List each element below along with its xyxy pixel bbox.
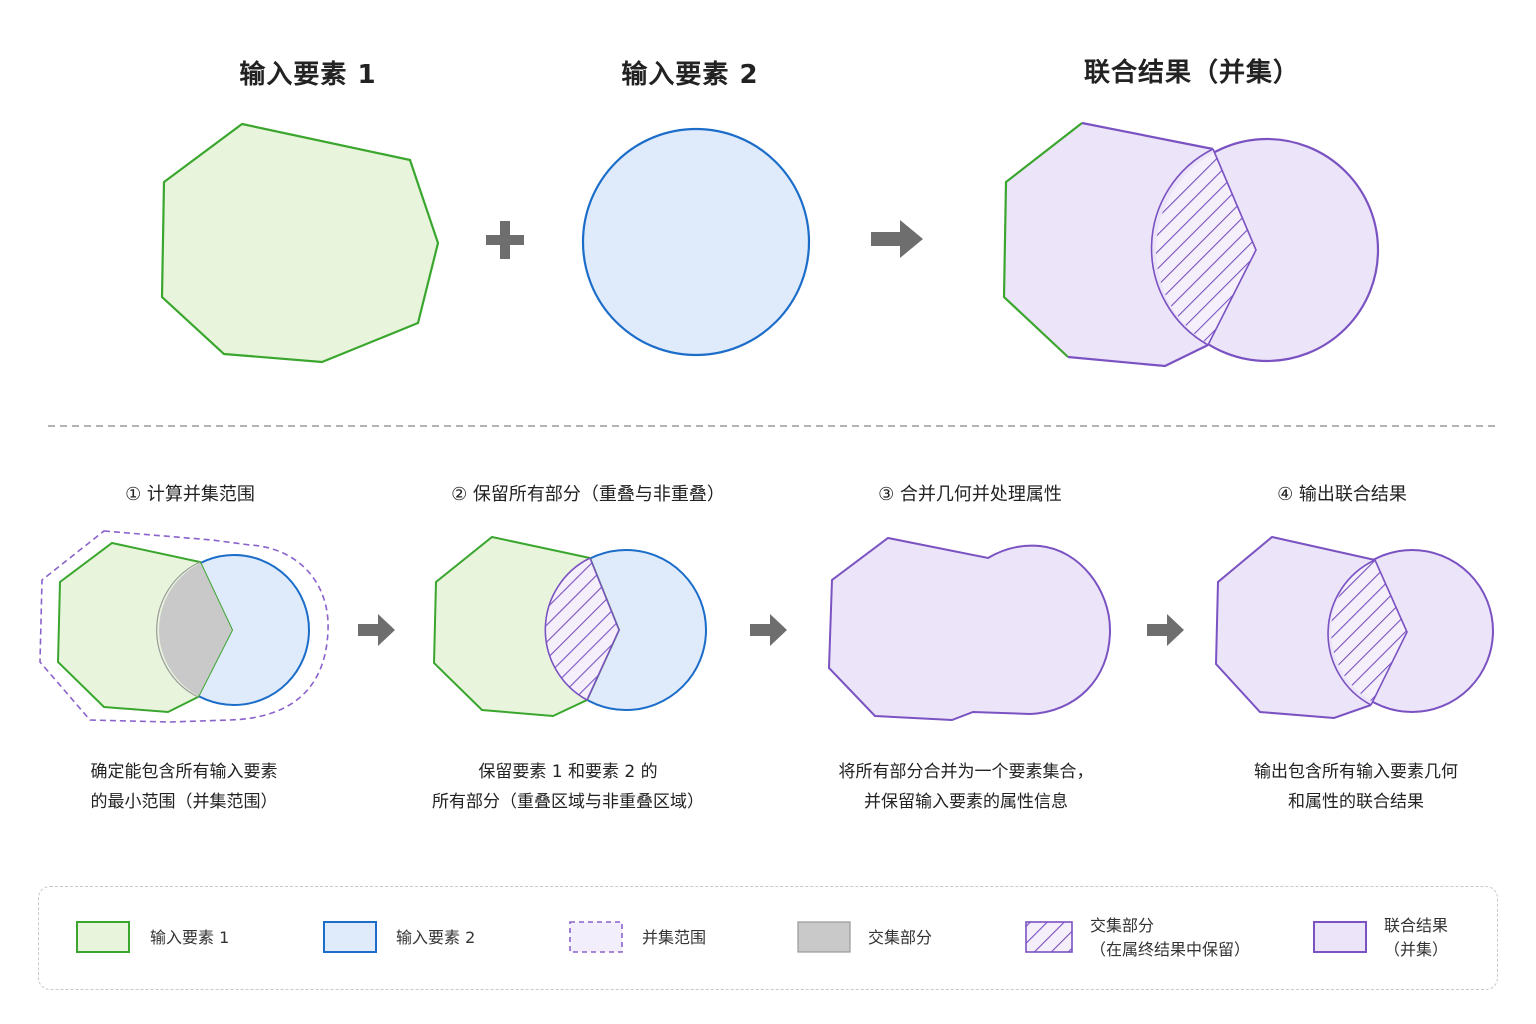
legend-text: 输入要素 1 — [150, 928, 230, 947]
legend-swatch-intersection-kept — [1025, 921, 1073, 953]
step-2-description-line: 保留要素 1 和要素 2 的 — [478, 762, 658, 782]
legend-label-intersection-kept: 交集部分 （在属终结果中保留） — [1090, 914, 1250, 962]
arrow-right-icon — [750, 614, 787, 646]
arrow-right-icon — [1147, 614, 1184, 646]
legend-text: 交集部分 — [1090, 916, 1155, 935]
step-2-description: 保留要素 1 和要素 2 的 所有部分（重叠区域与非重叠区域） — [378, 757, 758, 817]
legend-label-intersection: 交集部分 — [868, 926, 932, 950]
legend-swatch-union-result — [1313, 921, 1367, 953]
step-4-title: ④ 输出联合结果 — [1277, 484, 1407, 505]
input-feature-2-circle — [581, 127, 811, 357]
step-1-title: ① 计算并集范围 — [125, 484, 255, 505]
step-3-description-line: 并保留输入要素的属性信息 — [864, 792, 1068, 812]
arrow-right-icon — [358, 614, 395, 646]
step-3-description: 将所有部分合并为一个要素集合， 并保留输入要素的属性信息 — [776, 757, 1156, 817]
legend-label-union-extent: 并集范围 — [642, 926, 706, 950]
step-1-diagram — [39, 530, 329, 723]
plus-icon — [486, 221, 524, 259]
legend-panel — [38, 886, 1498, 990]
step-3-description-line: 将所有部分合并为一个要素集合， — [838, 762, 1094, 782]
input-feature-1-polygon — [160, 122, 440, 364]
step-4-description-line: 和属性的联合结果 — [1288, 792, 1424, 812]
legend-text: （在属终结果中保留） — [1090, 940, 1251, 959]
legend-text: 输入要素 2 — [396, 928, 476, 947]
union-extent-outline — [39, 530, 329, 723]
legend-label-input-2: 输入要素 2 — [396, 926, 475, 950]
step-1-description: 确定能包含所有输入要素 的最小范围（并集范围） — [0, 757, 374, 817]
legend-swatch-intersection — [797, 921, 851, 953]
title-input-feature-1: 输入要素 1 — [239, 60, 377, 90]
step-3-title: ③ 合并几何并处理属性 — [878, 484, 1062, 505]
step-2-description-line: 所有部分（重叠区域与非重叠区域） — [432, 792, 704, 812]
title-input-feature-2: 输入要素 2 — [621, 60, 759, 90]
legend-text: 联合结果 — [1384, 916, 1449, 935]
legend-swatch-input-2 — [323, 921, 377, 953]
title-union-result: 联合结果（并集） — [1083, 58, 1300, 88]
step-1-description-line: 的最小范围（并集范围） — [90, 792, 278, 812]
legend-swatch-input-1 — [76, 921, 130, 953]
arrow-right-icon — [871, 220, 923, 258]
legend-swatch-union-extent — [569, 921, 623, 953]
union-result-shape — [1002, 121, 1380, 368]
step-1-description-line: 确定能包含所有输入要素 — [90, 762, 278, 782]
step-2-title: ② 保留所有部分（重叠与非重叠） — [451, 484, 725, 505]
step-4-description-line: 输出包含所有输入要素几何 — [1254, 762, 1458, 782]
legend-text: 交集部分 — [868, 928, 933, 947]
step-2-diagram — [432, 535, 707, 718]
legend-label-union-result: 联合结果 （并集） — [1384, 914, 1448, 962]
legend-text: （并集） — [1384, 940, 1449, 959]
step-3-merged-shape — [827, 536, 1112, 722]
step-4-description: 输出包含所有输入要素几何 和属性的联合结果 — [1166, 757, 1536, 817]
step-4-diagram — [1214, 535, 1494, 720]
legend-label-input-1: 输入要素 1 — [150, 926, 229, 950]
legend-text: 并集范围 — [642, 928, 707, 947]
